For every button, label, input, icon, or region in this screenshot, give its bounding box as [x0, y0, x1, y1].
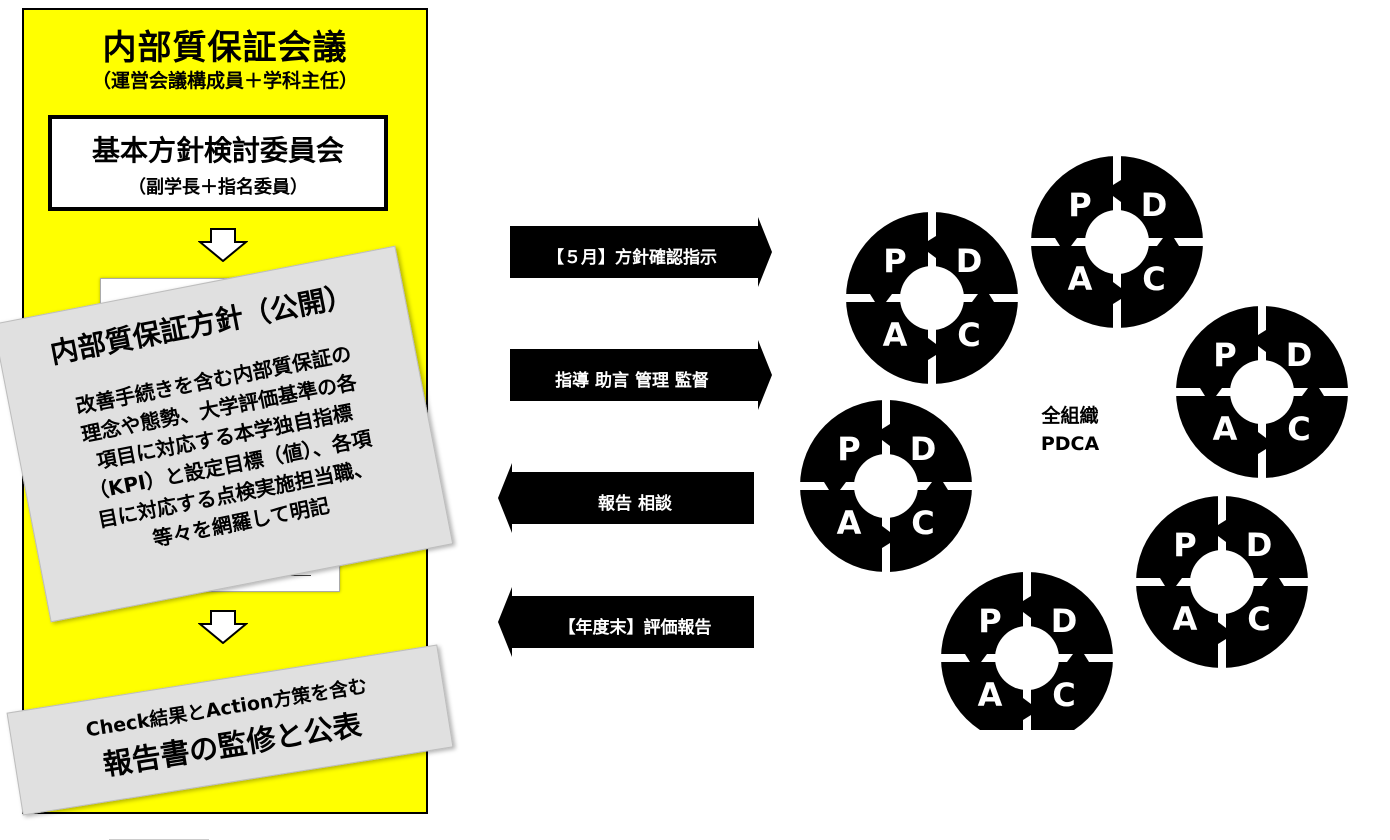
pdca-center-label: 全組織 PDCA: [1020, 402, 1120, 458]
pdca-letter-p: P: [837, 430, 860, 468]
arrow-label-policy-instruction: 【５月】方針確認指示: [547, 248, 717, 268]
pdca-letter-d: D: [956, 242, 983, 280]
arrow-right-shape: [510, 217, 772, 287]
pdca-letter-d: D: [910, 430, 937, 468]
pdca-letter-p: P: [883, 242, 906, 280]
pdca-cycles: P D A C P D A C P D A C P D A C P D A C P D A C: [798, 154, 1350, 730]
pdca-letter-a: A: [883, 316, 908, 354]
pdca-cycle: P D A C: [939, 570, 1115, 730]
panel-subtitle: （運営会議構成員＋学科主任）: [91, 70, 358, 92]
arrow-left-shape: [498, 587, 754, 657]
pdca-letter-p: P: [1068, 186, 1091, 224]
pdca-letter-a: A: [837, 504, 862, 542]
pdca-center-line1: 全組織: [1041, 405, 1099, 427]
down-arrow-icon: [198, 610, 248, 644]
policy-body: 改善手続きを含む内部質保証の 理念や態勢、大学評価基準の各 項目に対応する本学独…: [29, 331, 425, 572]
pdca-cycle: P D A C: [1134, 494, 1310, 670]
down-arrow-icon: [198, 228, 248, 262]
pdca-letter-d: D: [1246, 526, 1273, 564]
arrow-right-shape: [510, 340, 772, 410]
pdca-letter-a: A: [1173, 600, 1198, 638]
pdca-letter-c: C: [1052, 676, 1075, 714]
arrow-label-year-end: 【年度末】評価報告: [558, 618, 712, 638]
pdca-center-line2: PDCA: [1040, 433, 1100, 455]
pdca-letter-d: D: [1051, 602, 1078, 640]
pdca-letter-d: D: [1286, 336, 1313, 374]
pdca-letter-a: A: [978, 676, 1003, 714]
pdca-letter-p: P: [1173, 526, 1196, 564]
pdca-letter-a: A: [1068, 260, 1093, 298]
pdca-letter-c: C: [957, 316, 980, 354]
arrow-left-shape: [498, 463, 754, 533]
arrow-label-report: 報告 相談: [598, 494, 672, 514]
pdca-cycle: P D A C: [1029, 154, 1205, 330]
committee-title: 基本方針検討委員会: [91, 134, 344, 167]
pdca-letter-c: C: [1247, 600, 1270, 638]
pdca-cycle: P D A C: [844, 210, 1020, 386]
pdca-cycle-group: P D A C P D A C P D A C P D A C P D A C P D A C: [798, 154, 1350, 730]
committee-subtitle: （副学長＋指名委員）: [128, 177, 308, 198]
pdca-letter-p: P: [978, 602, 1001, 640]
pdca-letter-p: P: [1213, 336, 1236, 374]
pdca-letter-d: D: [1141, 186, 1168, 224]
pdca-letter-c: C: [1142, 260, 1165, 298]
committee-box: 基本方針検討委員会 （副学長＋指名委員）: [48, 115, 388, 211]
pdca-cycle: P D A C: [1174, 304, 1350, 480]
pdca-letter-c: C: [1287, 410, 1310, 448]
pdca-letter-a: A: [1213, 410, 1238, 448]
pdca-cycle: P D A C: [798, 398, 974, 574]
panel-title: 内部質保証会議: [102, 28, 348, 68]
pdca-letter-c: C: [911, 504, 934, 542]
arrow-label-guidance: 指導 助言 管理 監督: [555, 371, 709, 391]
